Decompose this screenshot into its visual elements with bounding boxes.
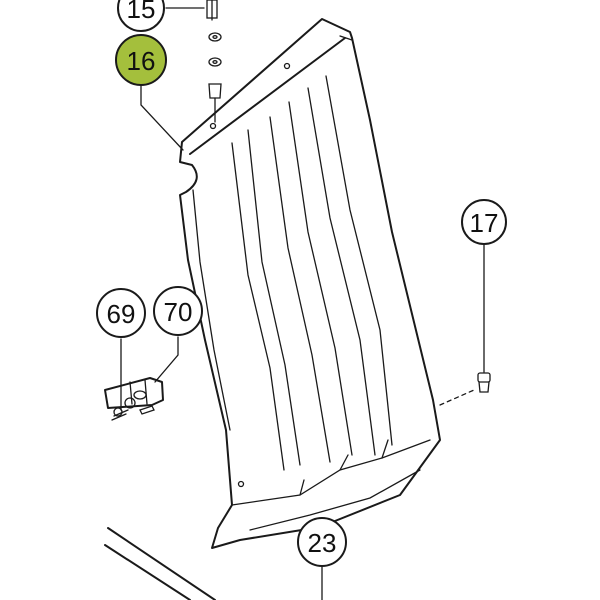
bracket-assembly [104,377,164,421]
callout-16-label: 16 [127,46,156,76]
callout-17: 17 [461,199,507,245]
callout-17-label: 17 [470,208,499,238]
callout-23-label: 23 [308,528,337,558]
callout-70-label: 70 [164,297,193,327]
callout-16-highlight [115,34,167,86]
callout-15: 15 [117,0,165,32]
callout-69: 69 [96,288,146,338]
callout-16: 16 [115,34,167,86]
callout-69-label: 69 [107,299,136,329]
deflector-panel [179,18,441,549]
fastener-17 [477,372,491,393]
callout-15-label: 15 [127,0,156,24]
callout-23: 23 [297,517,347,567]
leader-lines [120,7,485,600]
frame-rail [104,527,216,600]
hardware-stack [206,0,222,123]
callout-70: 70 [153,286,203,336]
